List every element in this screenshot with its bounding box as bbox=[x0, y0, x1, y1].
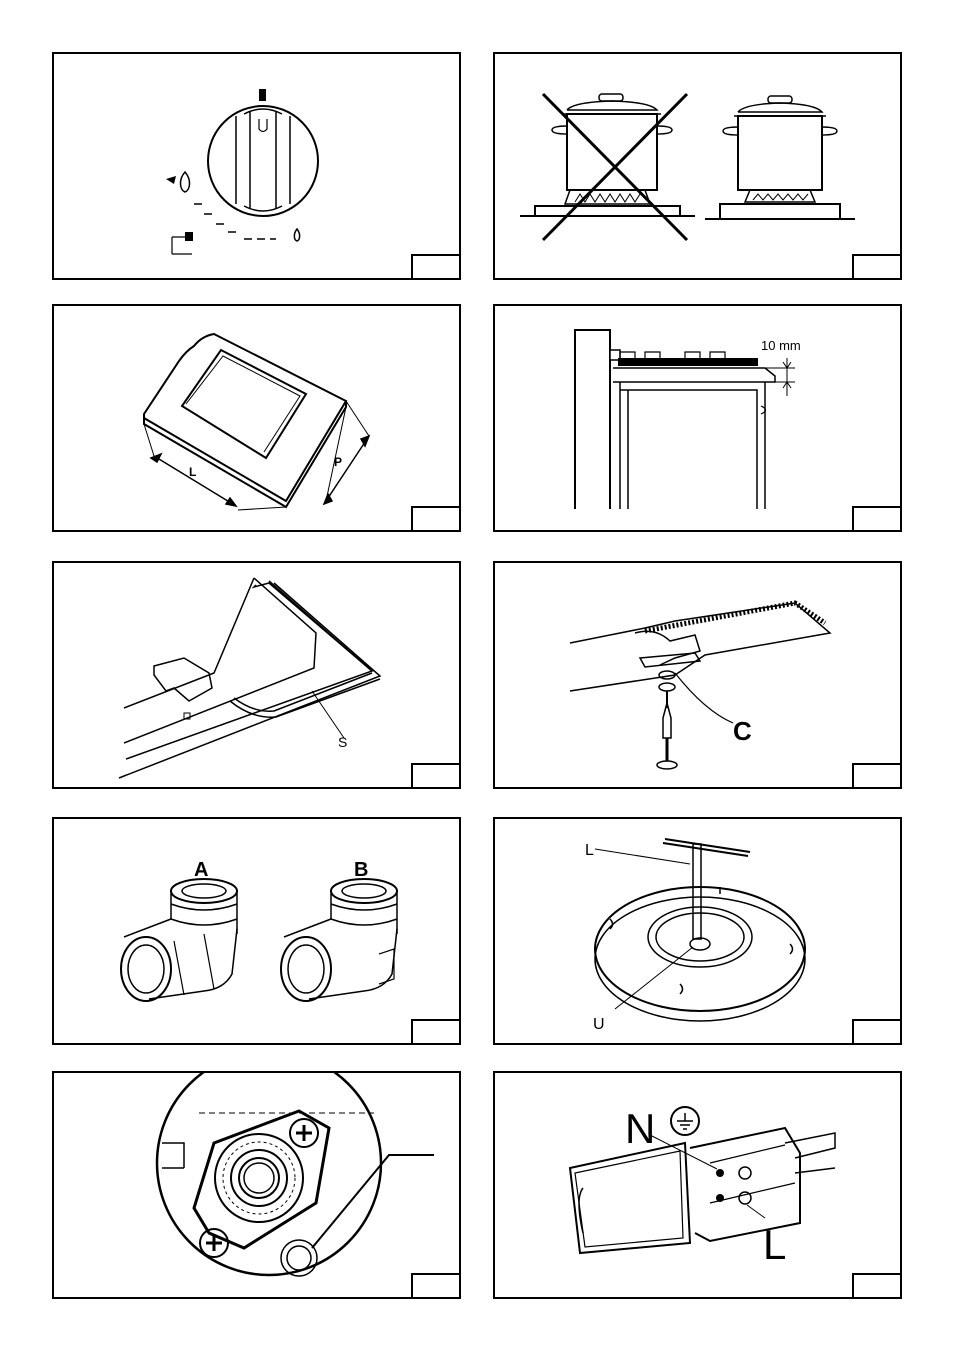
knob-diagram bbox=[54, 54, 459, 278]
figure-terminal-panel: N L bbox=[493, 1071, 902, 1299]
large-flame-icon bbox=[180, 172, 189, 192]
clearance-dimension-label: 10 mm bbox=[761, 338, 801, 353]
dimension-p-label: P bbox=[334, 455, 342, 469]
seal-s-label: S bbox=[338, 734, 347, 750]
cutout-diagram: L P bbox=[54, 306, 459, 530]
terminal-diagram: N L bbox=[495, 1073, 900, 1297]
neutral-n-label: N bbox=[625, 1105, 655, 1152]
figure-fittings-panel: A B bbox=[52, 817, 461, 1045]
figure-cutout-panel: L P bbox=[52, 304, 461, 532]
figure-injector-panel bbox=[52, 1071, 461, 1299]
screw-u-label: U bbox=[593, 1016, 605, 1033]
tool-l-label: L bbox=[585, 842, 594, 859]
bracket-diagram: C bbox=[495, 563, 900, 787]
pot-diagram bbox=[495, 54, 900, 278]
figure-bracket-panel: C bbox=[493, 561, 902, 789]
figure-number-box bbox=[852, 763, 902, 789]
clearance-diagram: 10 mm bbox=[495, 306, 900, 530]
bracket-c-label: C bbox=[733, 716, 752, 746]
figure-number-box bbox=[411, 506, 461, 532]
figure-knob-panel bbox=[52, 52, 461, 280]
figure-number-box bbox=[852, 1273, 902, 1299]
figure-pot-size-panel bbox=[493, 52, 902, 280]
dimension-l-label: L bbox=[189, 465, 196, 479]
figure-number-box bbox=[852, 506, 902, 532]
figure-seal-panel: S bbox=[52, 561, 461, 789]
figure-burner-panel: L U bbox=[493, 817, 902, 1045]
figure-number-box bbox=[411, 1273, 461, 1299]
fitting-b-label: B bbox=[354, 859, 368, 881]
knob-dial bbox=[208, 106, 318, 216]
small-flame-icon bbox=[294, 229, 299, 241]
figure-clearance-panel: 10 mm bbox=[493, 304, 902, 532]
injector-diagram bbox=[54, 1073, 459, 1297]
figure-number-box bbox=[411, 1019, 461, 1045]
fittings-diagram: A B bbox=[54, 819, 459, 1043]
seal-diagram: S bbox=[54, 563, 459, 787]
figure-number-box bbox=[852, 1019, 902, 1045]
figure-number-box bbox=[852, 254, 902, 280]
figure-number-box bbox=[411, 254, 461, 280]
burner-diagram: L U bbox=[495, 819, 900, 1043]
fitting-a-label: A bbox=[194, 859, 208, 881]
figure-number-box bbox=[411, 763, 461, 789]
